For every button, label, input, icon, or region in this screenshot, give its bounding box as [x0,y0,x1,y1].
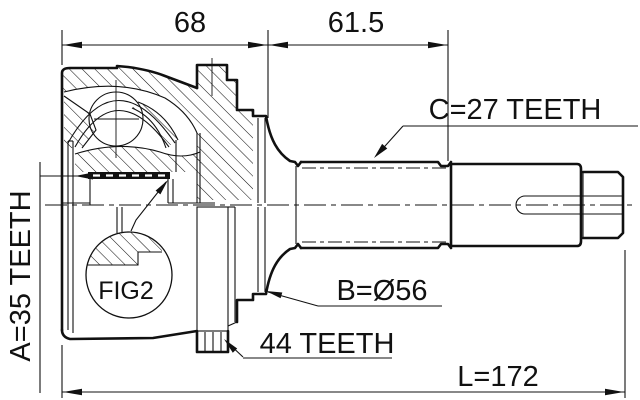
dim-68-label: 68 [174,7,206,39]
b-diameter-label: B=Ø56 [336,275,427,307]
label-44-teeth: 44 TEETH [224,328,394,360]
a-spline-label: A=35 TEETH [5,190,37,361]
back-face-lines [227,118,266,327]
label-a-spline: A=35 TEETH [5,162,93,393]
outer-race-outline [60,63,303,354]
abs-ring-label: 44 TEETH [260,328,395,360]
dim-61-5-label: 61.5 [328,7,384,39]
abs-tone-ring [196,58,229,351]
outer-race-section-hatch [62,65,253,200]
shaft [295,160,625,250]
dimension-68: 68 [61,7,269,118]
inner-spline-bore [80,172,170,179]
c-spline-label: C=27 TEETH [429,94,602,126]
dimension-L-172: L=172 [61,250,626,398]
rim-view-lines [62,140,215,333]
label-c-spline: C=27 TEETH [374,94,638,158]
bearing-cage-curves [63,85,201,203]
bearing-ball [88,80,144,158]
dimension-61-5: 61.5 [268,7,449,161]
fig2-label: FIG2 [98,277,154,305]
label-b-diameter: B=Ø56 [266,275,442,307]
dim-L-label: L=172 [457,361,538,393]
fig2-balloon: FIG2 [85,180,173,319]
